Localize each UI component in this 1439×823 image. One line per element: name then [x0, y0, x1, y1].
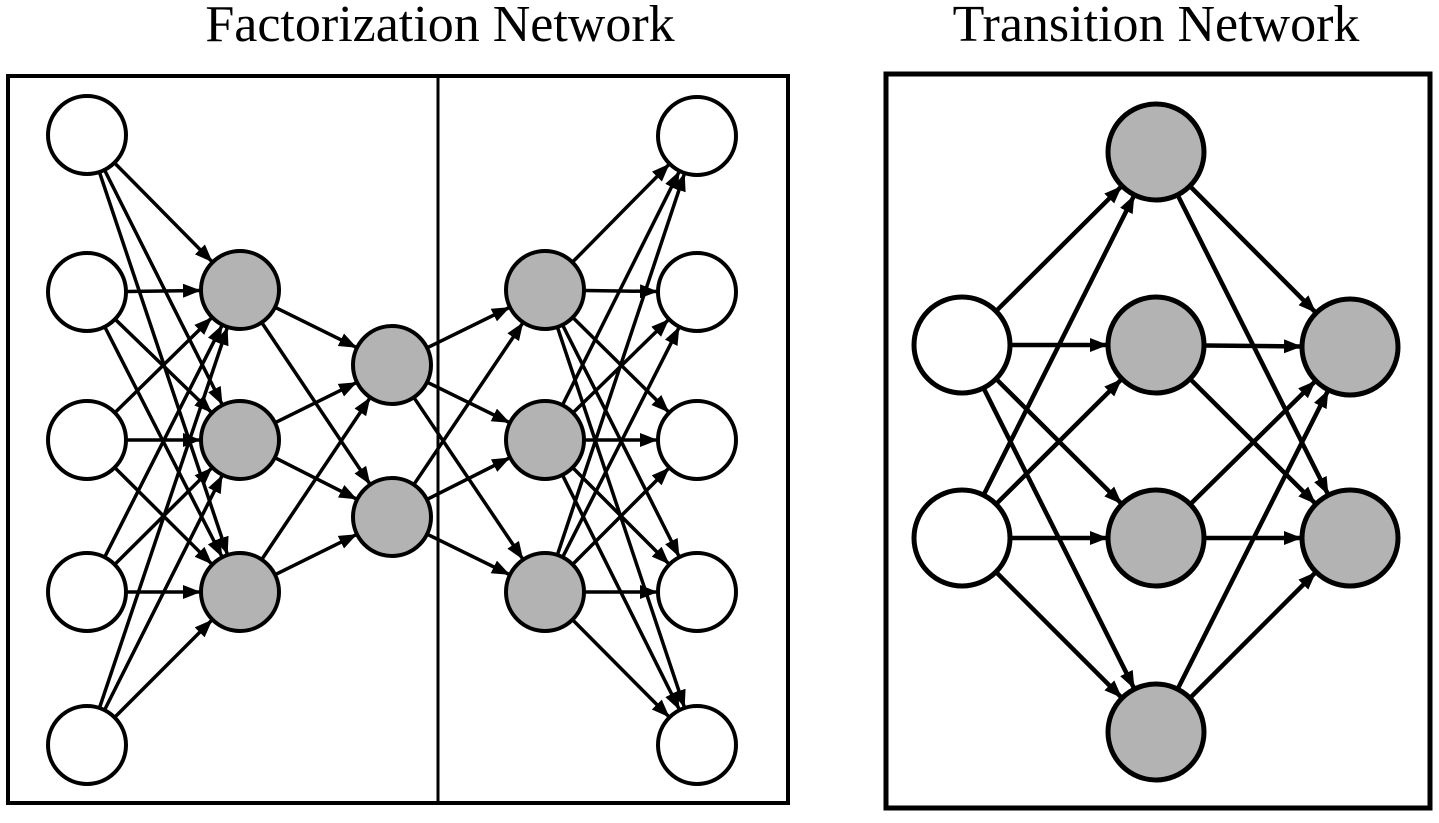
hidden-node: [1105, 101, 1207, 203]
bottleneck-node: [351, 476, 433, 558]
decoder-hidden-node: [504, 399, 586, 481]
connection-arrow: [1204, 339, 1303, 354]
hidden-node: [1105, 487, 1207, 589]
connection-arrow: [572, 467, 670, 565]
output-node: [1299, 487, 1401, 589]
connection-arrow: [1188, 185, 1318, 314]
output-node: [656, 399, 738, 481]
diagram-frame: [6, 74, 790, 805]
output-node: [1299, 296, 1401, 398]
connection-arrow: [561, 326, 681, 558]
factorization-network-diagram: [6, 74, 790, 805]
connection-arrow: [555, 172, 687, 555]
connection-arrow: [995, 184, 1123, 313]
input-node: [46, 399, 128, 481]
connection-arrow: [561, 170, 681, 406]
connection-arrow: [113, 162, 214, 263]
encoder-hidden-node: [199, 399, 281, 481]
connection-arrow: [275, 533, 358, 576]
output-node: [656, 251, 738, 333]
output-node: [656, 704, 738, 786]
connection-arrow: [1176, 389, 1330, 690]
connection-arrow: [260, 397, 372, 560]
connection-arrow: [103, 474, 224, 711]
connection-arrow: [981, 194, 1137, 496]
connection-arrow: [571, 163, 671, 263]
connection-arrow: [427, 306, 510, 349]
bottleneck-node: [351, 324, 433, 406]
encoder-hidden-node: [199, 551, 281, 633]
diagram-frame: [883, 71, 1433, 811]
decoder-hidden-node: [504, 551, 586, 633]
decoder-hidden-node: [504, 249, 586, 331]
connection-arrow: [412, 322, 525, 485]
connection-arrow: [275, 381, 358, 424]
input-node: [46, 251, 128, 333]
connection-arrow: [98, 326, 229, 708]
hidden-node: [1105, 294, 1207, 396]
hidden-node: [1105, 681, 1207, 783]
connection-arrow: [427, 533, 510, 576]
factorization-network-title: Factorization Network: [205, 0, 675, 53]
connection-arrow: [995, 377, 1123, 506]
input-node: [46, 704, 128, 786]
connection-arrow: [1189, 379, 1317, 506]
output-node: [656, 551, 738, 633]
connection-arrow: [103, 324, 224, 558]
input-node: [911, 487, 1013, 589]
input-node: [911, 294, 1013, 396]
connection-arrow: [995, 571, 1123, 699]
connection-arrow: [571, 619, 671, 718]
input-node: [46, 551, 128, 633]
input-node: [46, 94, 128, 176]
connection-arrow: [1189, 571, 1317, 699]
transition-network-diagram: [883, 71, 1433, 811]
transition-network-title: Transition Network: [952, 0, 1360, 53]
connection-arrow: [114, 316, 213, 414]
connection-arrow: [126, 283, 202, 298]
connection-arrow: [275, 306, 358, 349]
connection-arrow: [426, 456, 511, 501]
connection-arrow: [114, 619, 213, 718]
encoder-hidden-node: [199, 249, 281, 331]
output-node: [656, 95, 738, 177]
